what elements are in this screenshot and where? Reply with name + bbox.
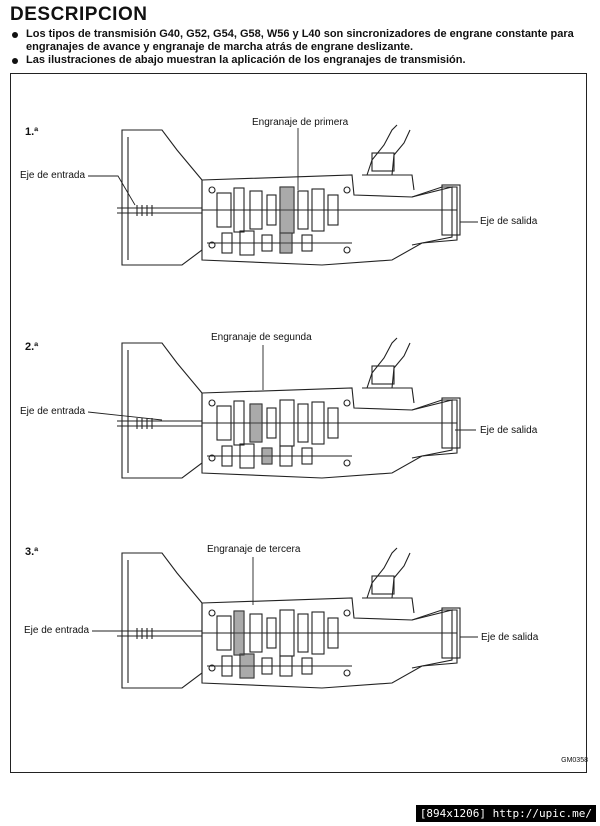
figure-code: GM0358 xyxy=(561,757,588,764)
page-title: DESCRIPCION xyxy=(10,4,148,25)
gear-label: Engranaje de tercera xyxy=(207,544,301,555)
output-shaft-label: Eje de salida xyxy=(480,425,538,436)
transmission-2nd-gear xyxy=(116,337,461,479)
bullet-item: Las ilustraciones de abajo muestran la a… xyxy=(10,54,595,67)
input-shaft-label: Eje de entrada xyxy=(24,625,90,636)
panel-number: 3.ª xyxy=(25,546,39,558)
transmission-3rd-gear xyxy=(116,547,461,689)
watermark-label: [894x1206] http://upic.me/ xyxy=(415,805,596,822)
input-shaft-label: Eje de entrada xyxy=(20,406,86,417)
bullet-text: Las ilustraciones de abajo muestran la a… xyxy=(26,54,466,66)
bullet-item: Los tipos de transmisión G40, G52, G54, … xyxy=(10,28,595,54)
bullet-icon xyxy=(12,32,18,38)
panel-number: 1.ª xyxy=(25,126,39,138)
bullet-icon xyxy=(12,58,18,64)
gear-label: Engranaje de primera xyxy=(252,117,349,128)
gear-label: Engranaje de segunda xyxy=(211,332,312,343)
description-list: Los tipos de transmisión G40, G52, G54, … xyxy=(10,28,595,67)
output-shaft-label: Eje de salida xyxy=(481,632,539,643)
output-shaft-label: Eje de salida xyxy=(480,216,538,227)
panel-number: 2.ª xyxy=(25,341,39,353)
input-shaft-label: Eje de entrada xyxy=(20,170,86,181)
transmission-1st-gear xyxy=(116,124,461,266)
callout-leaders xyxy=(87,128,478,638)
illustration-frame xyxy=(10,73,587,773)
bullet-text: Los tipos de transmisión G40, G52, G54, … xyxy=(26,28,574,53)
